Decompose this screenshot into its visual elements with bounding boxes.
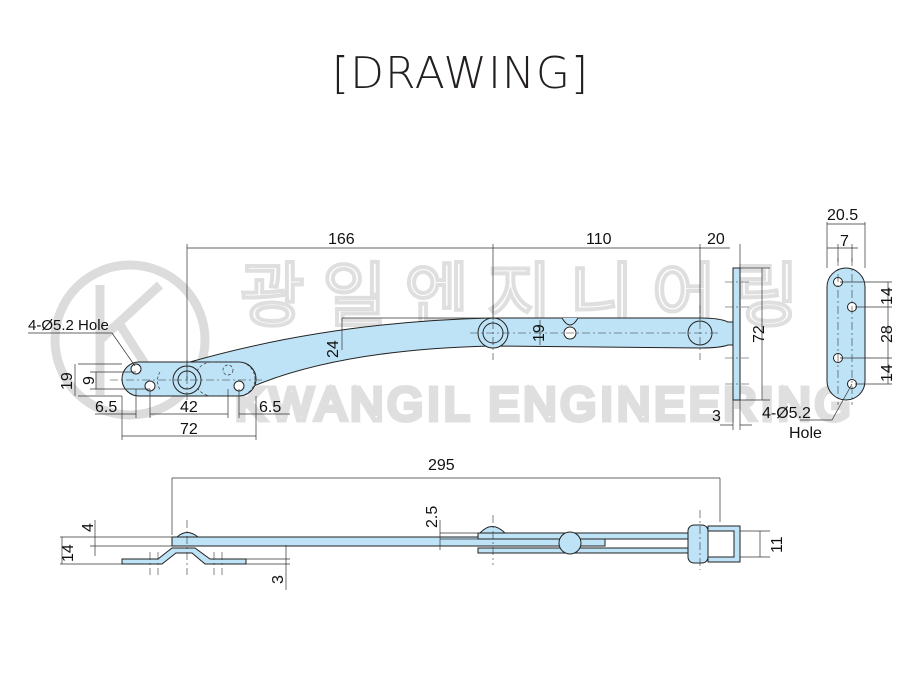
dim-19-left: 19 bbox=[59, 372, 76, 390]
top-view: 166 110 20 24 19 72 3 4-Ø5.2 Hole 19 9 6… bbox=[28, 231, 770, 440]
svg-text:KWANGIL ENGINEERING: KWANGIL ENGINEERING bbox=[235, 378, 855, 430]
dim-4: 4 bbox=[80, 523, 97, 532]
dim-6-5-right: 6.5 bbox=[259, 399, 281, 416]
dim-28: 28 bbox=[879, 325, 896, 343]
dim-72-plate: 72 bbox=[751, 325, 768, 343]
dim-24: 24 bbox=[325, 340, 342, 358]
hole-note: 4-Ø5.2 Hole bbox=[28, 317, 109, 334]
drawing-title: [DRAWING] bbox=[331, 48, 590, 99]
dim-20-5: 20.5 bbox=[827, 207, 858, 224]
end-view: 20.5 7 14 28 14 4-Ø5.2 Hole bbox=[762, 207, 896, 442]
dim-14-top: 14 bbox=[879, 287, 896, 305]
dim-42: 42 bbox=[180, 399, 198, 416]
dim-2-5: 2.5 bbox=[424, 506, 441, 528]
dim-11: 11 bbox=[769, 536, 786, 553]
dim-14-bottom: 14 bbox=[879, 364, 896, 382]
dim-9: 9 bbox=[81, 376, 98, 385]
dim-3: 3 bbox=[270, 575, 287, 584]
dim-6-5-left: 6.5 bbox=[95, 399, 117, 416]
dim-20: 20 bbox=[707, 231, 725, 248]
dim-7: 7 bbox=[840, 233, 849, 250]
dim-19-arm: 19 bbox=[531, 324, 548, 342]
dim-72-base: 72 bbox=[180, 421, 198, 438]
dim-166: 166 bbox=[328, 231, 355, 248]
side-view: 295 2.5 4 14 3 11 bbox=[60, 457, 786, 590]
hole-note-2: Hole bbox=[789, 425, 822, 442]
mount-plate bbox=[732, 267, 741, 401]
dim-14: 14 bbox=[60, 544, 77, 562]
dim-295: 295 bbox=[428, 457, 455, 474]
dim-3: 3 bbox=[712, 408, 721, 425]
dim-110: 110 bbox=[586, 231, 612, 248]
hole-note-1: 4-Ø5.2 bbox=[762, 405, 811, 422]
